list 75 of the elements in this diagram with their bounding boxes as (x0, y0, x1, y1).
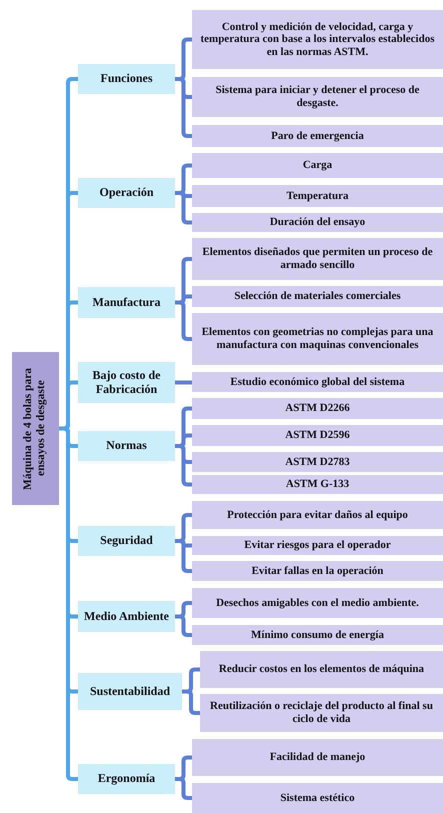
item-box (192, 452, 443, 472)
node-label: Medio Ambiente (84, 610, 169, 624)
root-box (12, 352, 59, 505)
connector-line (175, 191, 192, 224)
item-box (192, 398, 443, 419)
node-label: Protección para evitar daños al equipo (227, 508, 408, 522)
node-label: Mínimo consumo de energía (251, 628, 384, 642)
node-label: Reducir costos en los elementos de máquina (218, 663, 424, 676)
node-label: Ergonomía (98, 772, 156, 786)
item-box (192, 213, 443, 232)
node-label: ASTM G-133 (286, 478, 350, 491)
connector-line (175, 444, 192, 486)
item-box (192, 10, 443, 69)
node-label: ASTM D2783 (285, 456, 350, 468)
item-box (192, 77, 443, 117)
item-box (192, 425, 443, 446)
item-box (192, 561, 443, 581)
node-label: Temperatura (286, 190, 348, 202)
connector-line (175, 539, 192, 573)
node-label: Sustentabilidad (90, 684, 170, 698)
node-label: Manufactura (92, 296, 160, 310)
connector-line (175, 614, 192, 637)
category-box (78, 287, 175, 318)
category-box (78, 178, 175, 208)
connector-line (59, 426, 78, 781)
node-label: Paro de emergencia (271, 130, 364, 142)
item-box (192, 185, 443, 207)
node-label: Estudio económico global del sistema (230, 376, 405, 388)
node-label: Sistema estético (280, 792, 355, 804)
item-box (192, 783, 443, 813)
node-label: Normas (106, 439, 147, 453)
node-label: Desechos amigables con el medio ambiente. (216, 596, 419, 610)
category-box (78, 64, 175, 94)
node-label: Funciones (100, 72, 152, 86)
node-label: Selección de materiales comerciales (234, 290, 401, 303)
node-label: Sistema para iniciar y detener el proceso de desgaste. (214, 84, 420, 110)
item-box (192, 501, 443, 529)
item-box (192, 625, 443, 645)
item-box (192, 313, 443, 365)
category-box (78, 431, 175, 461)
item-box (192, 372, 443, 392)
item-box (192, 125, 443, 147)
node-label: Bajo costo de Fabricación (92, 368, 162, 396)
node-label: Reutilización o reciclaje del producto al final su ciclo de vida (209, 700, 434, 726)
connector-line (175, 77, 192, 138)
node-label: Seguridad (100, 534, 153, 548)
item-box (192, 739, 443, 776)
root-label: Máquina de 4 bolas para ensayos de desgaste (22, 366, 48, 492)
node-label: Facilidad de manejo (270, 751, 366, 764)
category-box (78, 601, 175, 632)
node-label: Elementos diseñados que permiten un proceso de armado sencillo (201, 246, 434, 272)
category-box (78, 526, 175, 556)
node-label: Control y medición de velocidad, carga y temperatura con base a los intervalos establecidos en las normas ASTM. (199, 20, 436, 58)
item-box (192, 153, 443, 178)
item-box (192, 475, 443, 494)
node-label: Evitar riesgos para el operador (244, 539, 391, 552)
item-box (192, 536, 443, 555)
node-label: Duración del ensayo (270, 216, 366, 229)
node-label: ASTM D2266 (285, 402, 350, 415)
category-box (78, 764, 175, 794)
node-label: Carga (302, 159, 332, 172)
connector-line (182, 690, 200, 715)
item-box (192, 238, 443, 280)
connector-line (175, 380, 192, 384)
item-box (200, 651, 443, 688)
item-box (192, 286, 443, 307)
node-label: Evitar fallas en la operación (252, 564, 384, 578)
category-box (78, 673, 182, 710)
node-label: ASTM D2596 (285, 429, 350, 442)
node-label: Operación (100, 186, 154, 200)
node-label: Elementos con geometrias no complejas para una manufactura con maquinas convencionales (200, 326, 434, 352)
item-box (200, 694, 443, 732)
connector-line (175, 300, 192, 341)
item-box (192, 588, 443, 618)
category-box (78, 362, 175, 403)
